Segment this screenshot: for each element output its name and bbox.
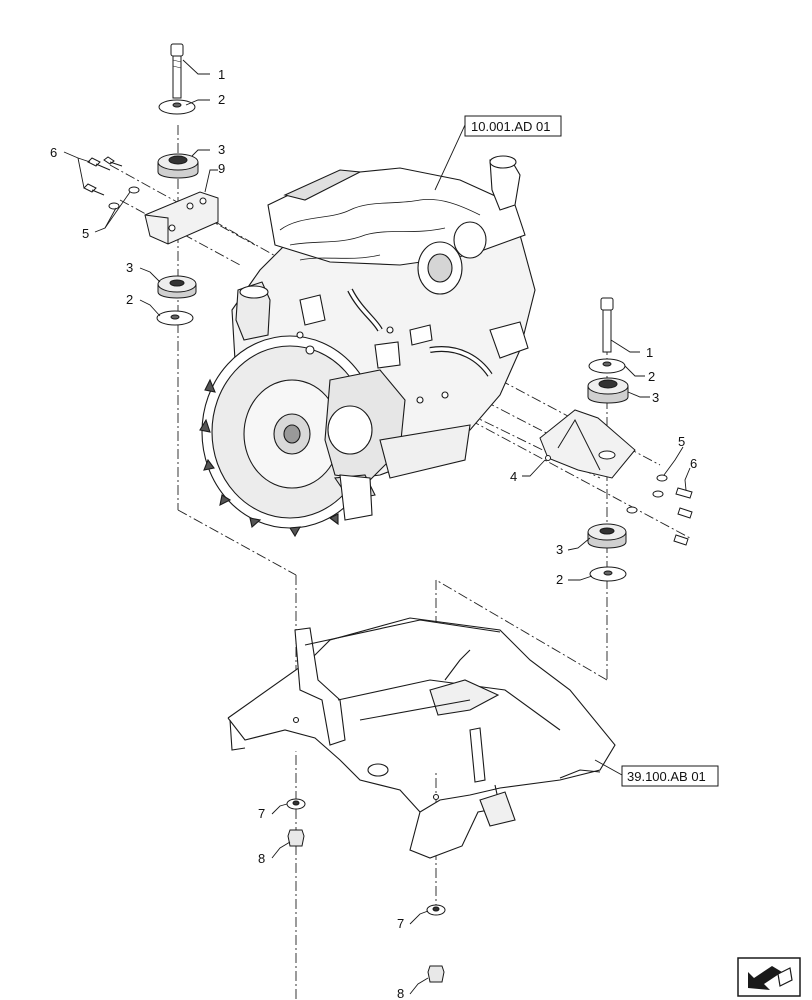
frame-fasteners: [286, 798, 446, 983]
callout-frame-washer-left: 7: [258, 806, 265, 821]
callout-right-mount-top: 3: [652, 390, 659, 405]
callout-frame-washer-bottom: 7: [397, 916, 404, 931]
reference-engine-label: 10.001.AD 01: [471, 119, 551, 134]
navigation-arrow-icon[interactable]: [737, 957, 801, 997]
callout-left-bolt: 1: [218, 67, 225, 82]
callout-left-washer-top: 2: [218, 92, 225, 107]
callout-frame-nut-left: 8: [258, 851, 265, 866]
leader-lines: [63, 59, 691, 995]
reference-frame[interactable]: 39.100.AB 01: [621, 765, 719, 787]
callout-left-mount-top: 3: [218, 142, 225, 157]
callout-left-washer-bottom: 2: [126, 292, 133, 307]
callout-right-mount-bottom: 3: [556, 542, 563, 557]
callout-right-bolt: 1: [646, 345, 653, 360]
chassis-frame: [227, 617, 616, 859]
callout-labels: 1 2 3 9 6 5 3 2 1 2 3 4 5 6 3 2 7 8 7 8: [50, 67, 697, 1000]
callout-right-washers: 5: [678, 434, 685, 449]
callout-left-washers: 5: [82, 226, 89, 241]
callout-right-screws: 6: [690, 456, 697, 471]
left-screws-washers: [83, 156, 140, 210]
engine-assembly: [199, 155, 536, 538]
left-bolt: [170, 43, 184, 99]
callout-left-mount-bottom: 3: [126, 260, 133, 275]
callout-left-bracket: 9: [218, 161, 225, 176]
callout-right-washer-top: 2: [648, 369, 655, 384]
reference-frame-label: 39.100.AB 01: [627, 769, 706, 784]
callout-right-washer-bottom: 2: [556, 572, 563, 587]
callout-frame-nut-bottom: 8: [397, 986, 404, 1000]
callout-right-bracket: 4: [510, 469, 517, 484]
right-mount-parts: [539, 297, 693, 582]
left-mount-parts: [83, 43, 219, 326]
reference-engine[interactable]: 10.001.AD 01: [464, 115, 562, 137]
callout-left-screws: 6: [50, 145, 57, 160]
